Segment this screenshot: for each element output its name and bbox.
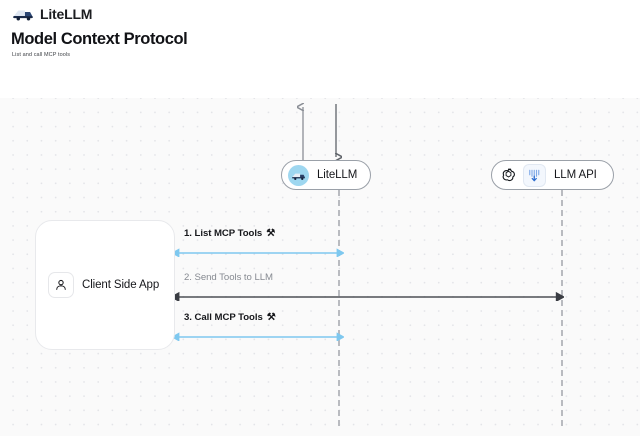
litellm-truck-logo xyxy=(13,10,33,21)
user-person-glyph xyxy=(56,279,66,290)
message-2-label: 2. Send Tools to LLM xyxy=(184,272,273,283)
lifeline-litellm xyxy=(338,190,340,426)
tools-hammer-pick-icon: ⚒ xyxy=(266,227,276,239)
message-3-label: 3. Call MCP Tools ⚒ xyxy=(184,311,276,323)
app-header: LiteLLM Model Context Protocol List and … xyxy=(0,0,640,98)
node-llm-api-label: LLM API xyxy=(554,169,597,181)
node-litellm-label: LiteLLM xyxy=(317,169,358,181)
node-llm-api[interactable]: LLM API xyxy=(491,160,614,190)
message-2-arrow xyxy=(172,291,564,301)
vertex-ai-glyph xyxy=(528,169,539,181)
litellm-truck-glyph xyxy=(292,173,305,180)
user-person-icon xyxy=(49,273,73,297)
brand[interactable]: LiteLLM xyxy=(12,6,92,22)
arrow-mcp-tools-to-litellm xyxy=(330,104,342,161)
message-1-arrow xyxy=(172,248,344,257)
page-title: Model Context Protocol xyxy=(11,30,188,48)
node-client-side-app[interactable]: Client Side App xyxy=(35,220,175,350)
arrow-litellm-to-mcp-tools xyxy=(297,103,309,160)
tools-hammer-pick-icon: ⚒ xyxy=(266,311,276,323)
node-litellm[interactable]: LiteLLM xyxy=(281,160,372,190)
message-3-arrow xyxy=(172,332,344,341)
node-client-side-app-label: Client Side App xyxy=(82,279,160,291)
page-subtitle: List and call MCP tools xyxy=(12,52,71,58)
vertex-ai-logo-icon xyxy=(524,164,545,186)
lifeline-llm-api xyxy=(561,190,563,426)
brand-name: LiteLLM xyxy=(40,6,93,22)
message-1-label: 1. List MCP Tools ⚒ xyxy=(184,227,276,239)
openai-logo-icon xyxy=(498,165,519,186)
litellm-avatar-icon xyxy=(288,164,309,186)
openai-glyph xyxy=(502,168,515,181)
